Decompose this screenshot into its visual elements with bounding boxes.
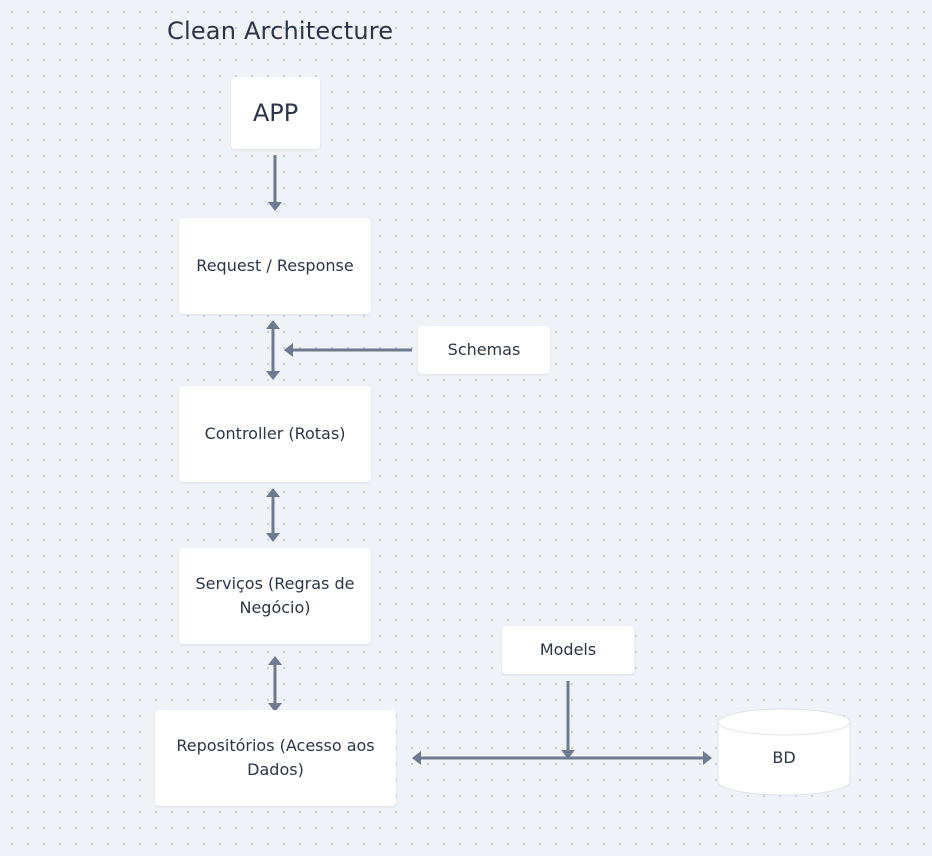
diagram-title: Clean Architecture xyxy=(167,17,394,45)
node-app[interactable]: APP xyxy=(231,77,320,149)
node-repositorios-label: Repositórios (Acesso aos Dados) xyxy=(176,736,375,779)
node-schemas-label: Schemas xyxy=(447,340,521,359)
node-servicos-label: Serviços (Regras de Negócio) xyxy=(195,574,355,617)
arrowhead-up-icon xyxy=(266,320,280,329)
arrowhead-left-icon xyxy=(284,343,293,357)
arrowhead-up-icon xyxy=(268,656,282,665)
node-servicos[interactable]: Serviços (Regras de Negócio) xyxy=(179,548,371,644)
node-bd-label: BD xyxy=(772,748,796,767)
arrowhead-down-icon xyxy=(266,533,280,542)
arrowhead-down-icon xyxy=(266,371,280,380)
node-schemas[interactable]: Schemas xyxy=(418,326,550,374)
arrowhead-up-icon xyxy=(266,488,280,497)
node-request-response[interactable]: Request / Response xyxy=(179,218,371,314)
arrowhead-left-icon xyxy=(412,751,421,765)
node-repositorios[interactable]: Repositórios (Acesso aos Dados) xyxy=(155,710,396,806)
arrowhead-down-icon xyxy=(561,750,575,759)
arrowhead-down-icon xyxy=(268,703,282,712)
node-models-label: Models xyxy=(539,640,597,659)
arrowhead-down-icon xyxy=(268,202,282,211)
node-models[interactable]: Models xyxy=(502,626,634,674)
node-request-response-label: Request / Response xyxy=(196,256,354,275)
node-controller[interactable]: Controller (Rotas) xyxy=(179,386,371,482)
arrowhead-right-icon xyxy=(703,751,712,765)
node-controller-label: Controller (Rotas) xyxy=(204,424,346,443)
node-bd-cylinder-icon[interactable] xyxy=(717,708,851,796)
node-app-label: APP xyxy=(252,99,299,127)
